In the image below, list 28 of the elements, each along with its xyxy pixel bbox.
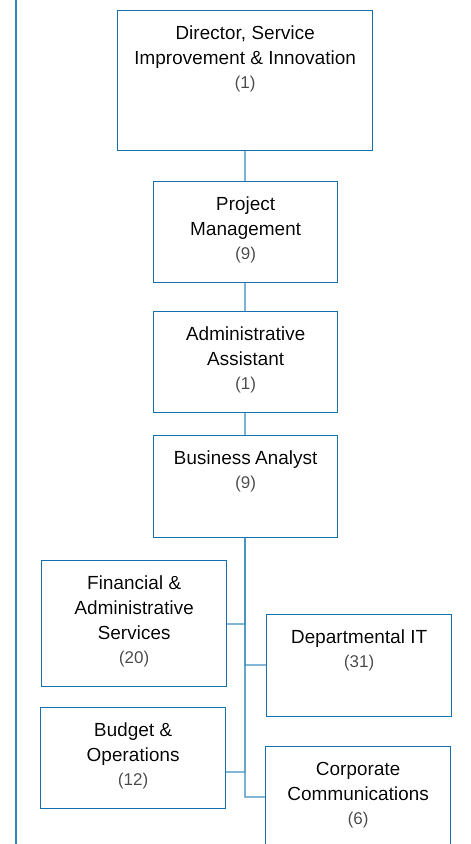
org-unit-box bbox=[265, 746, 451, 844]
staff-count: (1) bbox=[235, 373, 256, 395]
staff-count: (20) bbox=[118, 647, 150, 669]
staff-count: (31) bbox=[344, 651, 374, 673]
staff-count: (1) bbox=[234, 72, 256, 94]
unit-name: Departmental IT bbox=[290, 626, 428, 650]
unit-name: Director, Service Improvement & Innovation bbox=[133, 22, 357, 71]
unit-name: Business Analyst bbox=[174, 447, 318, 471]
unit-name: Administrative Assistant bbox=[184, 323, 306, 372]
org-unit-box bbox=[117, 10, 373, 151]
org-unit-box bbox=[153, 181, 338, 283]
connector-line bbox=[244, 151, 246, 181]
org-unit-box bbox=[41, 560, 227, 687]
staff-count: (12) bbox=[118, 769, 148, 791]
unit-name: Financial & Administrative Services bbox=[73, 572, 195, 646]
org-unit-box bbox=[40, 707, 226, 809]
staff-count: (9) bbox=[235, 472, 256, 494]
org-unit-box bbox=[153, 311, 338, 413]
unit-name: Project Management bbox=[189, 193, 302, 242]
staff-count: (9) bbox=[235, 243, 256, 265]
connector-line bbox=[244, 413, 246, 435]
staff-count: (6) bbox=[348, 808, 368, 830]
connector-line bbox=[244, 538, 265, 798]
org-unit-box bbox=[153, 435, 338, 538]
unit-name: Corporate Communications bbox=[286, 758, 430, 807]
unit-name: Budget & Operations bbox=[86, 719, 180, 768]
connector-line bbox=[244, 283, 246, 311]
org-unit-box bbox=[266, 614, 452, 717]
